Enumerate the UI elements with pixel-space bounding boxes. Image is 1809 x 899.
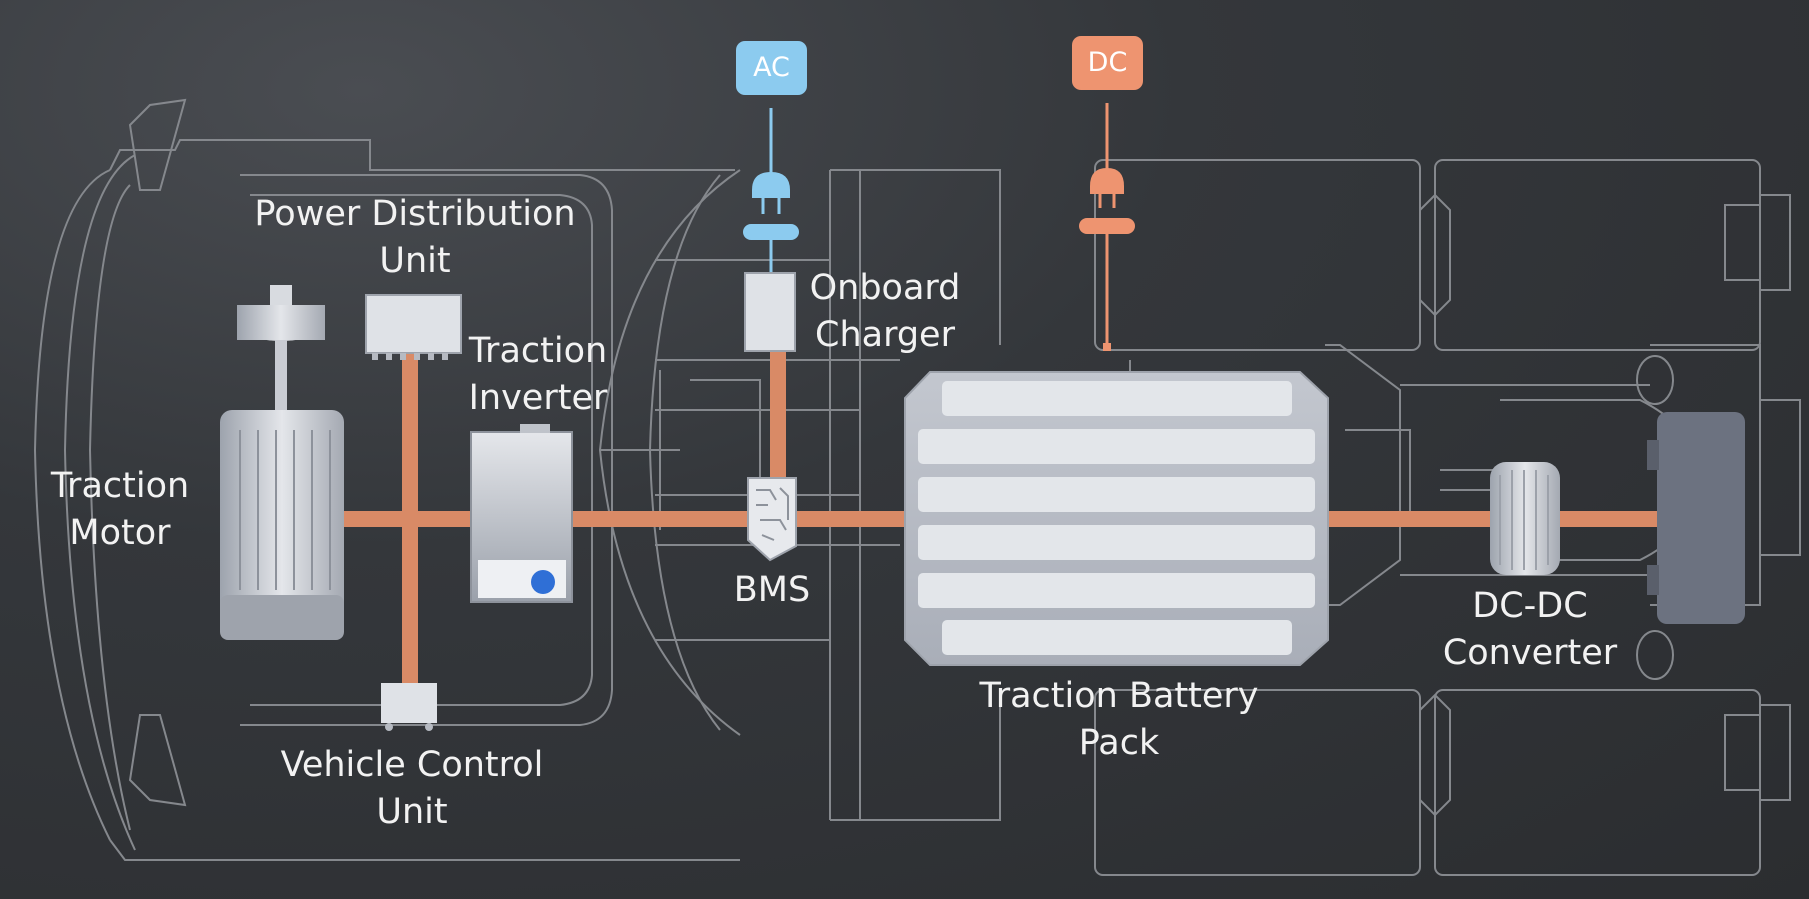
rear-module-graphic xyxy=(1647,412,1745,624)
dc-source-tag: DC xyxy=(1072,36,1143,90)
pdu-graphic xyxy=(365,294,462,360)
dc-plug-icon xyxy=(1090,168,1124,194)
ac-source-tag: AC xyxy=(736,41,807,95)
dc-socket-icon xyxy=(1079,218,1135,234)
ac-socket-icon xyxy=(743,224,799,240)
dc-cable xyxy=(1079,103,1135,351)
traction-battery-pack-label: Traction Battery Pack xyxy=(979,676,1259,763)
onboard-charger-graphic xyxy=(744,272,796,352)
ac-plug-icon xyxy=(752,172,790,198)
vehicle-control-unit-label: Vehicle Control Unit xyxy=(280,745,544,832)
dcdc-converter-graphic xyxy=(1490,462,1560,575)
inverter-graphic xyxy=(470,424,573,603)
ac-cable xyxy=(743,108,799,272)
traction-inverter-label: Traction Inverter xyxy=(468,331,608,418)
vcu-graphic xyxy=(381,683,437,731)
traction-motor-graphic xyxy=(220,285,344,640)
traction-motor-label: Traction Motor xyxy=(50,466,190,553)
bms-graphic xyxy=(747,477,797,562)
battery-pack-graphic xyxy=(904,371,1329,666)
onboard-charger-label: Onboard Charger xyxy=(809,268,961,355)
power-distribution-unit-label: Power Distribution Unit xyxy=(254,194,576,281)
dc-dc-converter-label: DC-DC Converter xyxy=(1442,586,1618,673)
bms-label: BMS xyxy=(733,570,811,610)
